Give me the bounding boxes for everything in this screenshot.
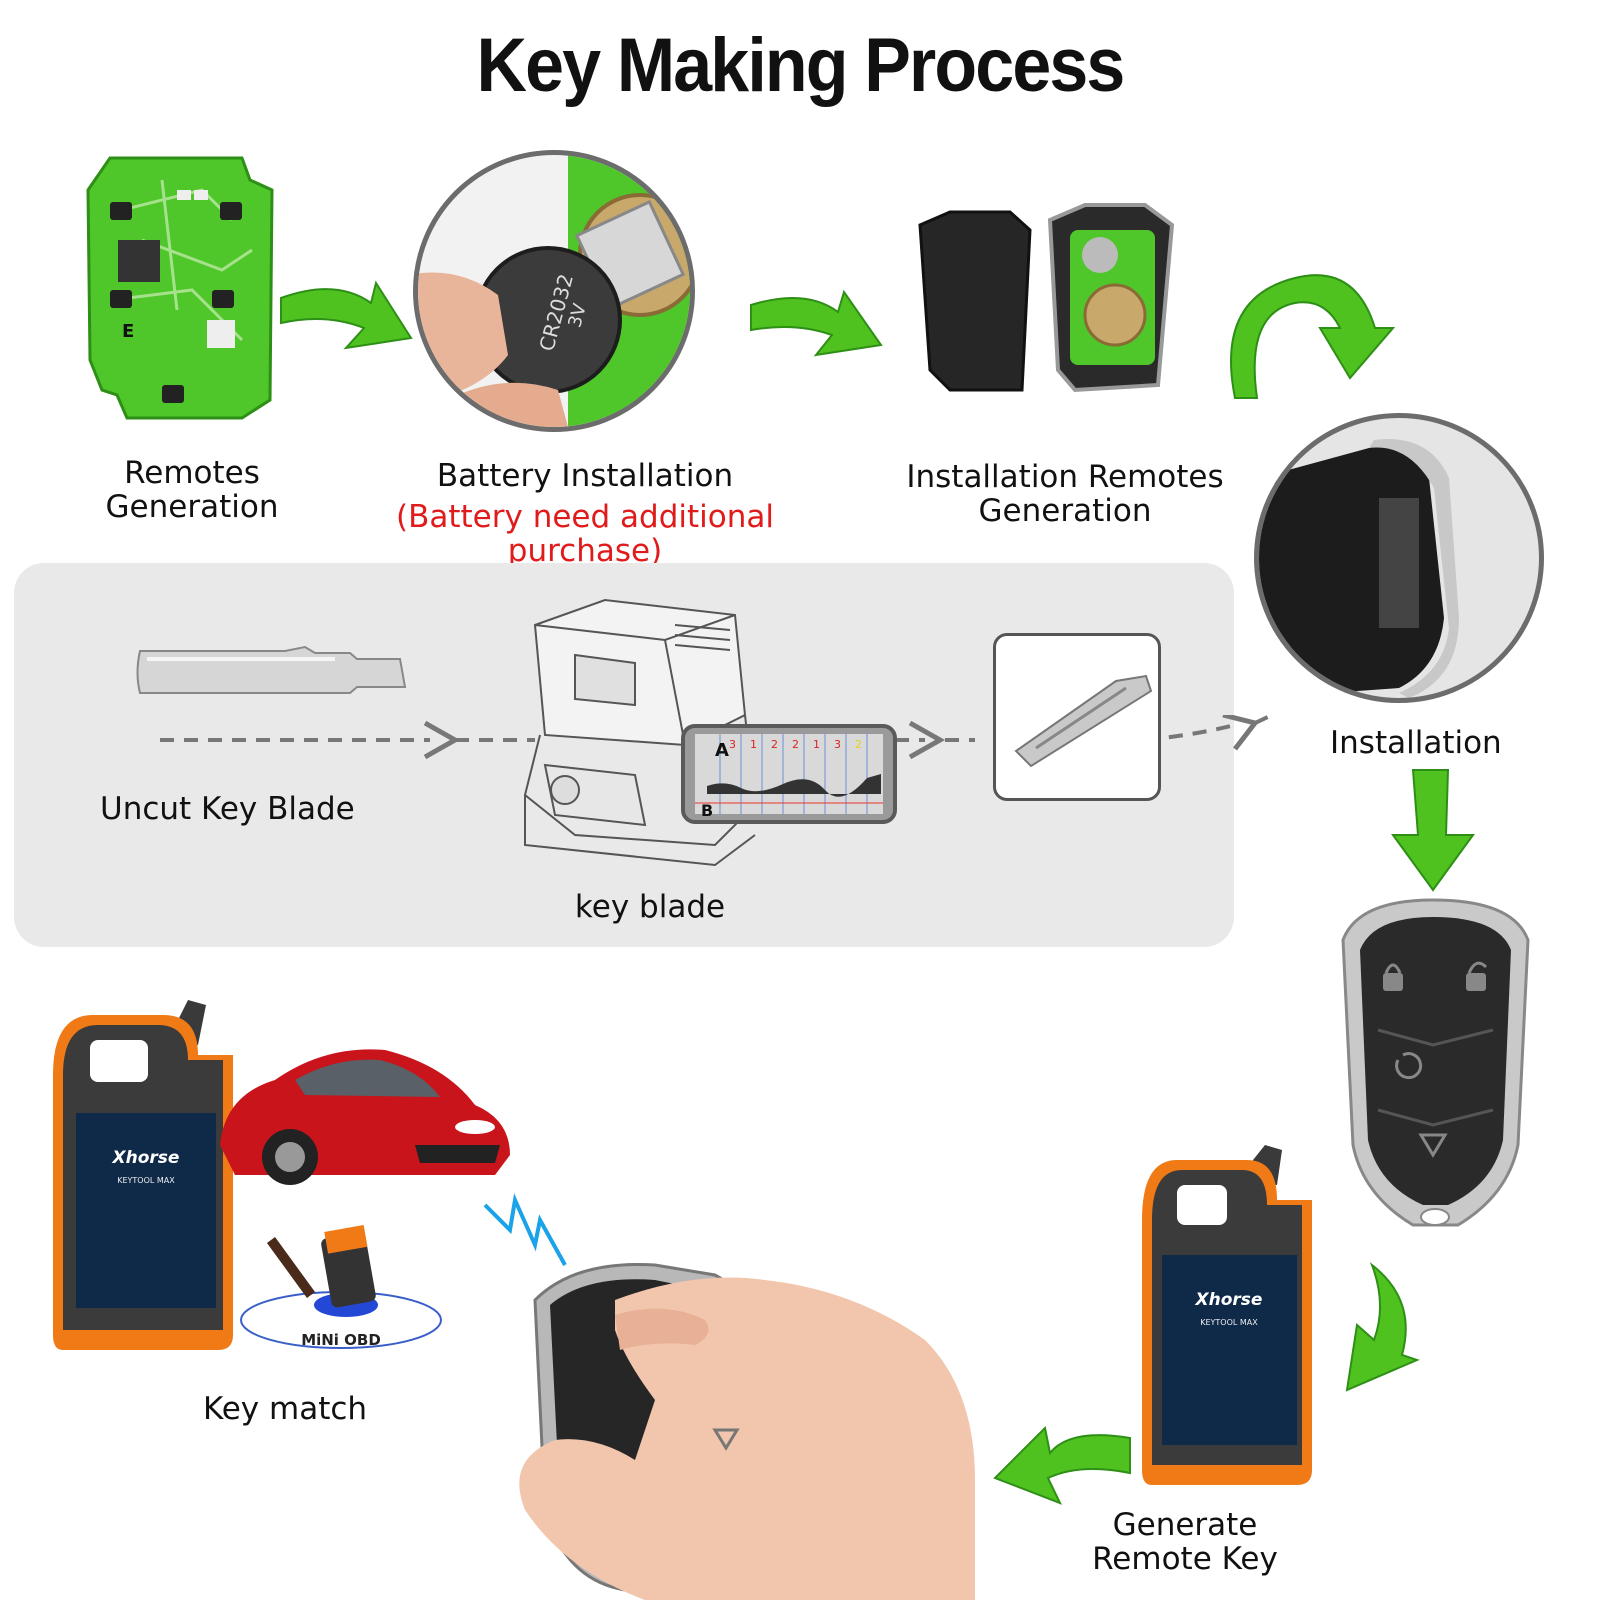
cut-chart: A B 3 1 2 2 1 3 2 bbox=[681, 724, 897, 824]
keytool-max-device-image: Xhorse KEYTOOL MAX bbox=[1142, 1145, 1312, 1485]
pcb-mark: E bbox=[122, 321, 134, 342]
keytool-max-device-image: Xhorse KEYTOOL MAX bbox=[53, 1000, 233, 1350]
battery-installation-image: CR2032 3V bbox=[413, 150, 695, 432]
hand-holding-remote-image bbox=[519, 1262, 975, 1600]
cut-depth: 1 bbox=[813, 738, 820, 751]
step-label-key-blade: key blade bbox=[574, 889, 726, 925]
step-label-generate-remote: Generate Remote Key bbox=[1092, 1507, 1278, 1577]
adapter-label: MiNi OBD bbox=[301, 1331, 381, 1349]
cut-depth: 3 bbox=[834, 738, 841, 751]
signal-icon bbox=[483, 1193, 567, 1266]
uncut-blade-image bbox=[136, 645, 407, 694]
curved-arrow-icon bbox=[1345, 1262, 1420, 1392]
key-cutting-machine-image bbox=[523, 598, 757, 867]
step-label-uncut-blade: Uncut Key Blade bbox=[100, 791, 355, 827]
pcb-board-image: E bbox=[86, 156, 274, 420]
car-image bbox=[220, 1049, 510, 1185]
curved-arrow-icon bbox=[1230, 274, 1395, 399]
down-arrow-icon bbox=[1391, 769, 1475, 892]
cut-chart-label-a: A bbox=[715, 740, 729, 761]
battery-note: (Battery need additional purchase) bbox=[396, 499, 774, 569]
step-label-key-match: Key match bbox=[202, 1391, 368, 1427]
finished-remote-image bbox=[1341, 898, 1530, 1227]
remote-shell-image bbox=[918, 203, 1175, 393]
cut-key-image bbox=[993, 633, 1161, 801]
cut-depth: 2 bbox=[855, 738, 862, 751]
cut-depth: 2 bbox=[771, 738, 778, 751]
flow-arrow-icon bbox=[750, 289, 883, 357]
page-title: Key Making Process bbox=[476, 23, 1126, 108]
cut-chart-label-b: B bbox=[701, 801, 713, 820]
cut-depth: 3 bbox=[729, 738, 736, 751]
step-label-installation: Installation bbox=[1330, 725, 1502, 761]
device-brand: Xhorse bbox=[1195, 1290, 1263, 1310]
flow-arrow-icon bbox=[993, 1425, 1131, 1505]
step-label-installation-remotes: Installation Remotes Generation bbox=[906, 459, 1224, 529]
flow-arrow-icon bbox=[280, 280, 413, 350]
mini-obd-adapter-image: MiNi OBD bbox=[240, 1225, 442, 1349]
installation-image bbox=[1254, 413, 1544, 703]
device-model: KEYTOOL MAX bbox=[1200, 1318, 1258, 1327]
device-brand: Xhorse bbox=[112, 1148, 180, 1168]
device-model: KEYTOOL MAX bbox=[117, 1176, 175, 1185]
step-label-battery-installation: Battery Installation bbox=[436, 458, 734, 494]
cut-depth: 2 bbox=[792, 738, 799, 751]
cut-depth: 1 bbox=[750, 738, 757, 751]
step-label-remotes-generation: Remotes Generation bbox=[105, 455, 279, 525]
